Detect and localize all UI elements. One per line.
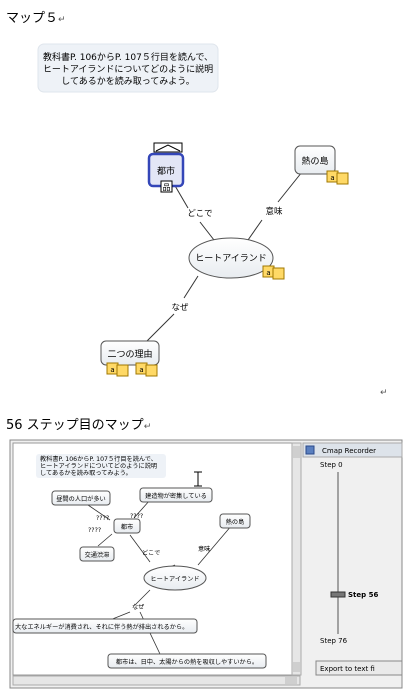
heading-map5: マップ５↵: [6, 11, 66, 26]
concept-map-1: 教科書P. 106からP. 107５行目を読んで、 ヒートアイランドについてどの…: [37, 43, 349, 377]
mini-instruction-line-3: してあるかを読み取ってみよう。: [40, 469, 132, 477]
link-label-where: どこで: [142, 549, 160, 557]
link-label-why: なぜ: [171, 303, 189, 313]
cmap-recorder-panel: Cmap Recorder Step 0 Step 56 Step 76 Exp…: [302, 442, 403, 676]
heading-step56: 56 ステップ目のマップ↵: [6, 418, 152, 433]
link-label-why: なぜ: [132, 604, 144, 611]
note-icon[interactable]: a: [106, 362, 129, 377]
node-heat-island-center[interactable]: ヒートアイランド: [188, 237, 274, 279]
recorder-app-icon: [305, 445, 315, 455]
node-reason-sun[interactable]: 都市は、日中、太陽からの熱を吸収しやすいから。: [107, 653, 267, 669]
svg-text:建造物が密集している: 建造物が密集している: [145, 492, 207, 500]
note-icon[interactable]: a: [326, 170, 349, 185]
node-heat-island[interactable]: 熱の島: [294, 145, 336, 175]
svg-text:ヒートアイランド: ヒートアイランド: [195, 253, 267, 264]
node-heat-island[interactable]: 熱の島: [219, 513, 251, 529]
node-population[interactable]: 昼間の人口が多い: [51, 490, 111, 506]
resize-handle-icon[interactable]: [153, 142, 183, 153]
recorder-titlebar: [302, 442, 403, 458]
node-traffic[interactable]: 交通渋滞: [79, 546, 115, 562]
horizontal-scrollbar[interactable]: [12, 675, 301, 686]
svg-text:都市は、日中、太陽からの熱を吸収しやすいから。: 都市は、日中、太陽からの熱を吸収しやすいから。: [116, 658, 258, 666]
node-reason-energy[interactable]: 大なエネルギーが消費され、それに伴う熱が排出されるから。: [12, 618, 198, 634]
svg-text:品: 品: [163, 183, 171, 192]
svg-text:都市: 都市: [157, 165, 175, 177]
svg-text:交通渋滞: 交通渋滞: [85, 551, 110, 559]
svg-text:a: a: [110, 366, 114, 374]
node-heat-island-center[interactable]: ヒートアイランド: [143, 565, 207, 591]
svg-text:a: a: [266, 269, 270, 277]
paragraph-mark: ↵: [380, 388, 388, 398]
svg-text:熱の島: 熱の島: [301, 155, 328, 167]
svg-text:昼間の人口が多い: 昼間の人口が多い: [56, 495, 106, 503]
note-icon[interactable]: a: [262, 265, 285, 280]
svg-text:熱の島: 熱の島: [226, 518, 245, 526]
svg-text:都市: 都市: [121, 523, 133, 531]
instruction-line-2: ヒートアイランドについてどのように説明: [43, 63, 213, 75]
instruction-line-1: 教科書P. 106からP. 107５行目を読んで、: [43, 51, 213, 63]
svg-text:a: a: [330, 174, 334, 182]
mini-instruction-line-1: 教科書P. 106からP. 107５行目を読んで、: [40, 455, 157, 463]
svg-text:Export to text fi: Export to text fi: [320, 665, 375, 673]
mini-instruction-line-2: ヒートアイランドについてどのように説明: [40, 462, 157, 470]
note-icon[interactable]: a: [135, 362, 158, 377]
map1-links: [145, 171, 303, 343]
vertical-scrollbar[interactable]: [291, 442, 302, 676]
mini-instruction-box: [36, 454, 166, 478]
svg-text:a: a: [139, 366, 143, 374]
step-slider-thumb[interactable]: [330, 591, 346, 598]
link-label-q1: ????: [96, 515, 109, 522]
step-start-label: Step 0: [320, 461, 343, 469]
node-two-reasons[interactable]: 二つの理由: [100, 340, 160, 366]
export-to-text-button[interactable]: Export to text fi: [315, 660, 403, 676]
step-current-label: Step 56: [348, 591, 378, 599]
svg-text:ヒートアイランド: ヒートアイランド: [150, 576, 199, 583]
link-label-q3: ????: [88, 527, 101, 534]
instruction-box: [37, 43, 219, 93]
step-end-label: Step 76: [320, 637, 348, 645]
cmaptools-screenshot: 教科書P. 106からP. 107５行目を読んで、 ヒートアイランドについてどの…: [9, 439, 403, 689]
link-label-where: どこで: [187, 209, 212, 219]
recorder-title: Cmap Recorder: [322, 447, 376, 455]
link-label-meaning: 意味: [265, 206, 283, 217]
svg-text:大なエネルギーが消費され、それに伴う熱が排出されるから。: 大なエネルギーが消費され、それに伴う熱が排出されるから。: [15, 623, 188, 631]
node-buildings[interactable]: 建造物が密集している: [139, 487, 213, 503]
text-cursor-icon: [194, 471, 202, 487]
svg-text:二つの理由: 二つの理由: [107, 348, 152, 360]
instruction-line-3: してあるかを読み取ってみよう。: [61, 75, 194, 87]
resource-icon[interactable]: 品: [160, 180, 173, 193]
link-label-q2: ????: [130, 513, 143, 520]
link-label-meaning: 意味: [198, 545, 210, 553]
node-city[interactable]: 都市: [113, 518, 141, 534]
